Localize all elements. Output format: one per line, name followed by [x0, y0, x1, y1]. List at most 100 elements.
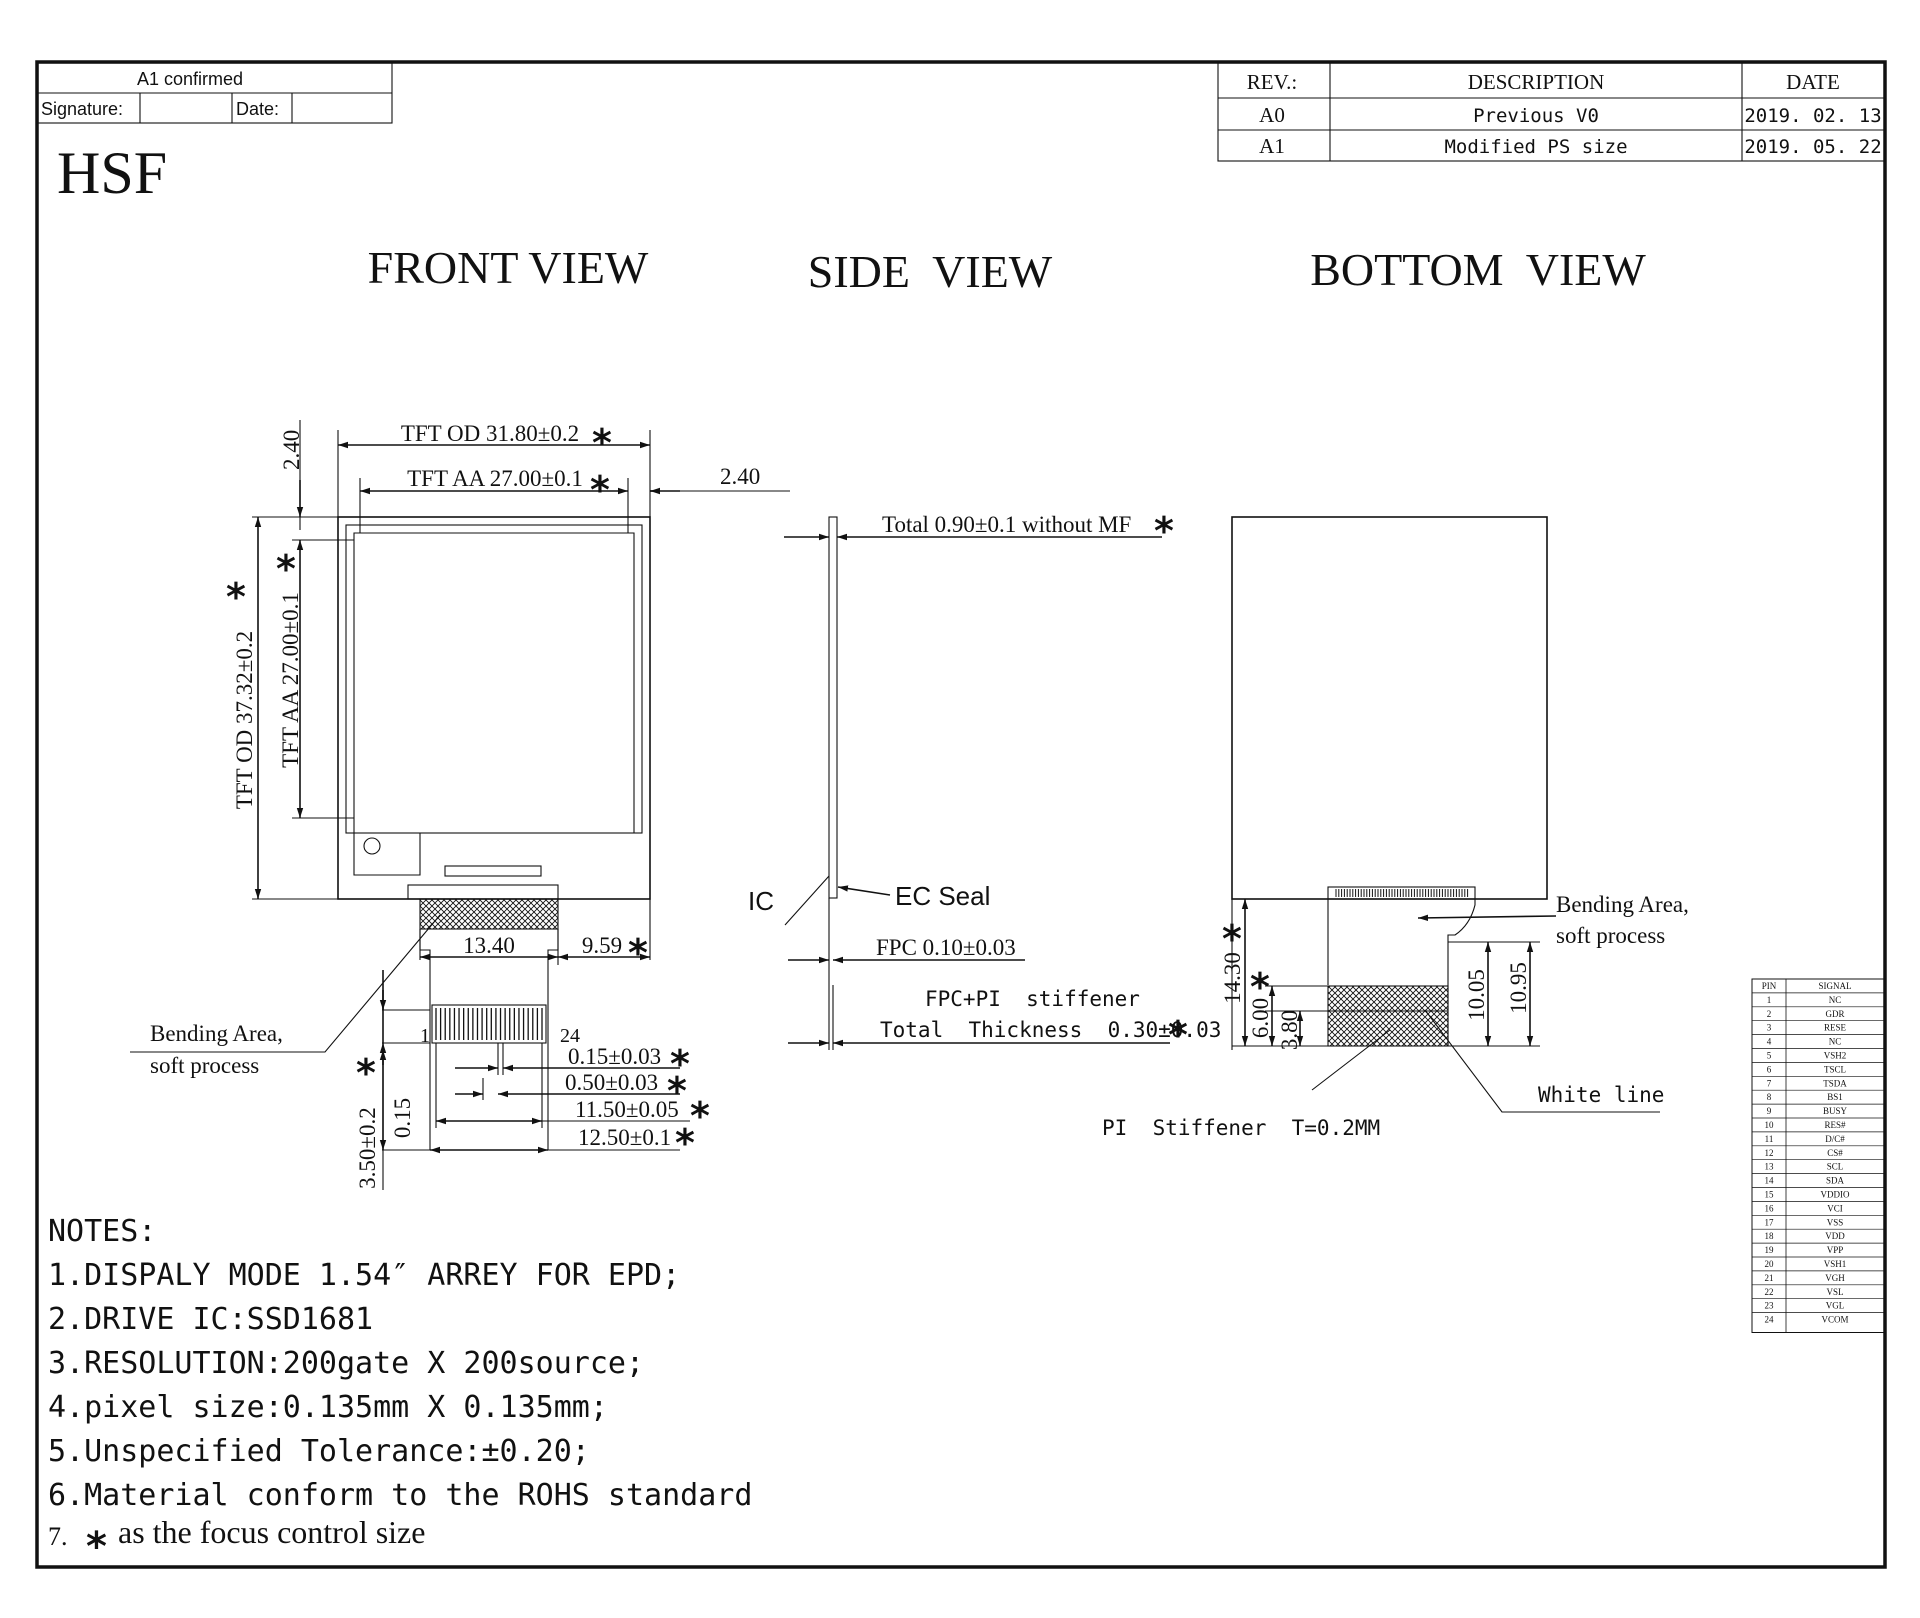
- description-row-a1: Modified PS size: [1444, 136, 1627, 158]
- focus-mark: *: [675, 1121, 695, 1165]
- note-7-star: *: [86, 1524, 107, 1570]
- dim-fpc-width: 12.50±0.1: [578, 1125, 671, 1150]
- pin-signal: SCL: [1827, 1162, 1844, 1172]
- pin-signal: VSH2: [1824, 1051, 1847, 1061]
- dim-1005: 10.05: [1464, 969, 1489, 1021]
- date-row-a1: 2019. 05. 22: [1744, 136, 1881, 158]
- dim-380: 3.80: [1277, 1010, 1302, 1050]
- focus-mark: *: [1222, 917, 1242, 961]
- pin-table-header-signal: SIGNAL: [1819, 981, 1852, 991]
- pin-number: 5: [1767, 1051, 1772, 1061]
- revision-table: REV.: DESCRIPTION DATE A0 Previous V0 20…: [1217, 62, 1886, 162]
- focus-mark: *: [1250, 965, 1270, 1009]
- pin-signal: D/C#: [1825, 1134, 1845, 1144]
- pin-signal: CS#: [1827, 1148, 1843, 1158]
- bottom-fpc: [1327, 899, 1476, 1046]
- dim-right-margin: 2.40: [720, 464, 760, 489]
- notes: NOTES: 1.DISPALY MODE 1.54″ ARREY FOR EP…: [48, 1214, 752, 1570]
- pin-last-label: 24: [560, 1025, 580, 1047]
- dim-top-margin: 2.40: [279, 430, 304, 470]
- focus-mark: *: [226, 575, 246, 619]
- note-7-text: as the focus control size: [118, 1514, 425, 1550]
- pin-signal: VDD: [1825, 1231, 1845, 1241]
- pin-signal: RESE: [1824, 1023, 1847, 1033]
- focus-mark: *: [667, 1069, 687, 1113]
- pin-table-header-pin: PIN: [1762, 981, 1777, 991]
- side-view-title: SIDE VIEW: [808, 246, 1053, 297]
- dim-pitch-width: 0.15±0.03: [568, 1044, 661, 1069]
- rev-header: REV.:: [1247, 70, 1297, 94]
- side-view: Total 0.90±0.1 without MF * IC EC Seal F…: [748, 509, 1221, 1057]
- side-panel-profile: [828, 516, 838, 899]
- note-2: 2.DRIVE IC:SSD1681: [48, 1302, 373, 1337]
- approval-status: A1 confirmed: [137, 69, 243, 89]
- side-total-thickness: Total 0.90±0.1 without MF: [882, 512, 1131, 537]
- ec-seal-label: EC Seal: [895, 881, 990, 911]
- pin-signal: SDA: [1826, 1176, 1845, 1186]
- panel-outline: [337, 516, 651, 900]
- date-header: DATE: [1786, 70, 1840, 94]
- pin-number: 24: [1765, 1315, 1775, 1325]
- focus-mark: *: [592, 421, 612, 465]
- note-7-number: 7.: [48, 1522, 68, 1551]
- pin-number: 1: [1767, 995, 1772, 1005]
- pin-number: 14: [1765, 1176, 1775, 1186]
- front-view-title: FRONT VIEW: [368, 242, 649, 293]
- description-header: DESCRIPTION: [1468, 70, 1605, 94]
- bottom-bending-area-label: Bending Area,: [1556, 892, 1689, 917]
- description-row-a0: Previous V0: [1473, 105, 1599, 127]
- pin-signal: RES#: [1824, 1120, 1846, 1130]
- pin-signal: VDDIO: [1821, 1190, 1850, 1200]
- dim-fpc-right: 9.59: [582, 933, 622, 958]
- pin-signal: TSCL: [1824, 1064, 1846, 1074]
- company-logo-text: HSF: [57, 140, 167, 206]
- bottom-soft-process-label: soft process: [1556, 923, 1665, 948]
- dim-pitch: 0.50±0.03: [565, 1070, 658, 1095]
- pin-signal: GDR: [1825, 1009, 1844, 1019]
- dim-600: 6.00: [1248, 998, 1273, 1038]
- focus-mark: *: [1168, 1013, 1188, 1057]
- pin-signal: VPP: [1827, 1245, 1844, 1255]
- pin-number: 9: [1767, 1106, 1772, 1116]
- pin-number: 7: [1767, 1078, 1772, 1088]
- stiffener-label-line1: FPC+PI stiffener: [925, 987, 1140, 1011]
- pin-number: 22: [1765, 1287, 1774, 1297]
- dim-tft-aa-width: TFT AA 27.00±0.1: [407, 466, 583, 491]
- stiffener-label-line2: Total Thickness 0.30±0.03: [880, 1018, 1221, 1042]
- bottom-view: 14.30 * 6.00 * 3.80 10.05 10.95 Bending …: [1102, 516, 1689, 1140]
- note-3: 3.RESOLUTION:200gate X 200source;: [48, 1346, 644, 1381]
- dim-tft-od-width: TFT OD 31.80±0.2: [401, 421, 579, 446]
- pi-stiffener-label: PI Stiffener T=0.2MM: [1102, 1116, 1380, 1140]
- pin-number: 19: [1765, 1245, 1775, 1255]
- display-outer-border: [345, 524, 643, 834]
- notes-title: NOTES:: [48, 1214, 156, 1249]
- pin-comb: [435, 1008, 543, 1040]
- bottom-connector-pins: [1335, 889, 1469, 897]
- date-row-a0: 2019. 02. 13: [1744, 105, 1881, 127]
- pin-contact-area: [431, 1004, 547, 1044]
- pin-number: 3: [1767, 1023, 1772, 1033]
- note-6: 6.Material conform to the ROHS standard: [48, 1478, 752, 1513]
- pin-signal: VSS: [1827, 1217, 1844, 1227]
- focus-mark: *: [628, 931, 648, 975]
- note-5: 5.Unspecified Tolerance:±0.20;: [48, 1434, 590, 1469]
- pin-number: 11: [1765, 1134, 1774, 1144]
- front-soft-process-label: soft process: [150, 1053, 259, 1078]
- pin-first-label: 1: [420, 1025, 430, 1047]
- pin-signal: BUSY: [1823, 1106, 1848, 1116]
- dim-fpc-offset: 13.40: [463, 933, 515, 958]
- pin-number: 21: [1765, 1273, 1774, 1283]
- pin-number: 6: [1767, 1064, 1772, 1074]
- pin-signal: VCOM: [1821, 1315, 1848, 1325]
- dim-pin-span: 11.50±0.05: [575, 1097, 679, 1122]
- bottom-connector: [1327, 886, 1476, 900]
- pi-stiffener-area: [1327, 985, 1449, 1047]
- pin-signal: VGL: [1826, 1301, 1845, 1311]
- dim-tail-length: 3.50±0.2: [355, 1107, 380, 1189]
- front-bending-area-label: Bending Area,: [150, 1021, 283, 1046]
- focus-mark: *: [590, 468, 610, 512]
- pin-number: 2: [1767, 1009, 1772, 1019]
- fpc-bending-area: [419, 898, 559, 930]
- drawing-frame: [35, 60, 1887, 1569]
